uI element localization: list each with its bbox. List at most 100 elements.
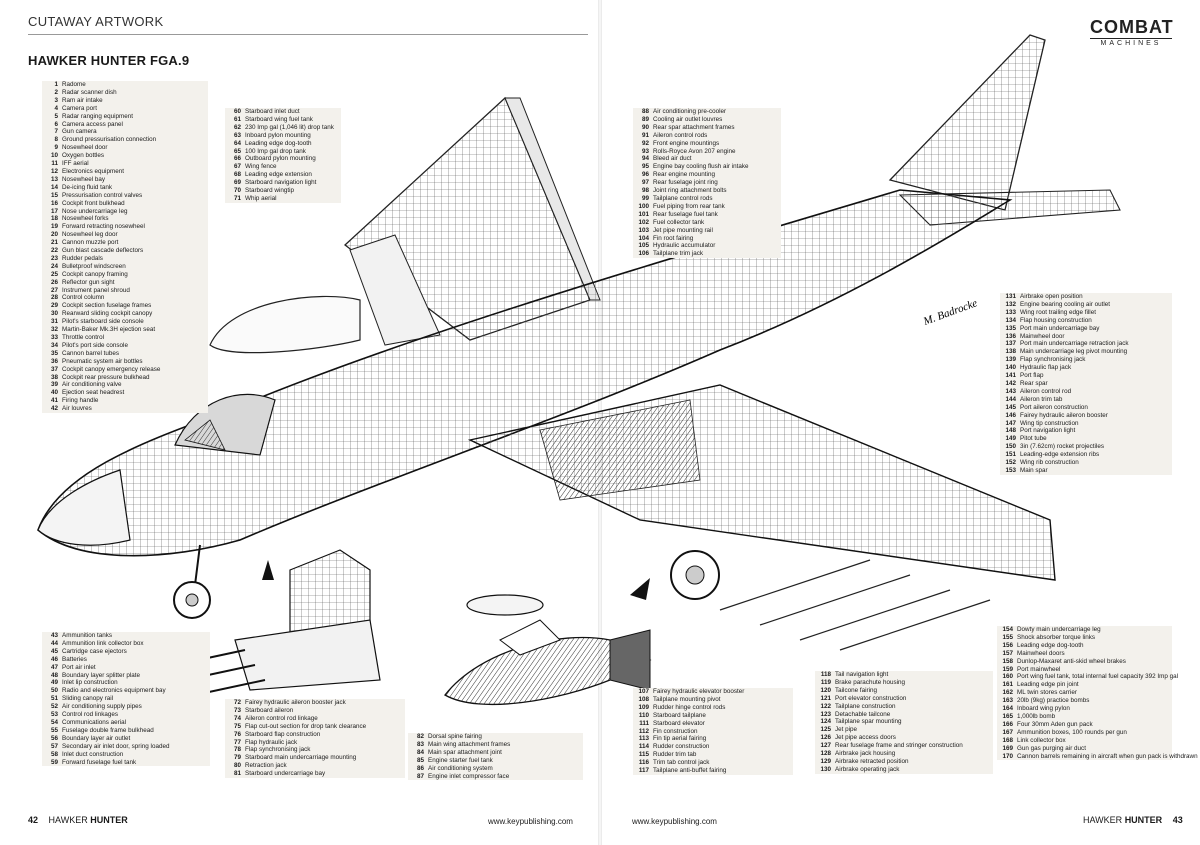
key-number: 71 [233, 194, 241, 202]
key-label: Starboard wingtip [245, 187, 295, 195]
key-number: 59 [50, 758, 58, 766]
key-number: 63 [233, 131, 241, 139]
key-number: 10 [50, 152, 58, 160]
key-label: Air conditioning valve [62, 381, 122, 389]
key-number: 13 [50, 175, 58, 183]
logo-bottom-text: MACHINES [1090, 38, 1172, 47]
key-number: 150 [1005, 443, 1016, 451]
key-label: Inlet duct construction [62, 750, 124, 758]
key-label: Rear spar attachment frames [653, 123, 735, 131]
key-number: 168 [1002, 736, 1013, 744]
key-label: Radar scanner dish [62, 88, 117, 96]
key-number: 153 [1005, 466, 1016, 474]
page-number-left: 42 [28, 815, 39, 825]
key-label: Shock absorber torque links [1017, 633, 1096, 641]
key-label: Rudder pedals [62, 254, 103, 262]
key-label: Main spar attachment joint [428, 748, 502, 756]
key-label: Starboard inlet duct [245, 108, 300, 115]
key-number: 145 [1005, 403, 1016, 411]
key-number: 161 [1002, 681, 1013, 689]
key-label: Fairey hydraulic elevator booster [653, 688, 745, 695]
key-number: 89 [641, 115, 649, 123]
key-number: 156 [1002, 641, 1013, 649]
key-number: 165 [1002, 712, 1013, 720]
key-label: Port mainwheel [1017, 665, 1061, 673]
key-label: Starboard aileron [245, 706, 294, 714]
key-label: Brake parachute housing [835, 678, 906, 686]
key-number: 126 [820, 734, 831, 742]
key-label: Cockpit section fuselage frames [62, 302, 152, 310]
key-number: 154 [1002, 626, 1013, 633]
footer-url-right[interactable]: www.keypublishing.com [632, 817, 717, 826]
gun-pack [174, 549, 381, 696]
key-number: 19 [50, 223, 58, 231]
key-number: 135 [1005, 324, 1016, 332]
key-number: 84 [416, 748, 424, 756]
key-label: Ammunition tanks [62, 632, 113, 639]
key-number: 117 [638, 767, 649, 775]
key-number: 122 [820, 702, 831, 710]
key-number: 77 [233, 738, 241, 746]
footer-brand-a-right: HAWKER [1083, 815, 1123, 825]
key-number: 36 [50, 357, 58, 365]
key-label: Leading edge extension [245, 171, 312, 179]
key-number: 8 [54, 136, 58, 144]
key-number: 88 [641, 108, 649, 115]
key-number: 41 [50, 397, 58, 405]
key-label: Engine starter fuel tank [428, 756, 493, 764]
key-label: Tailplane spar mounting [835, 718, 902, 726]
key-label: Four 30mm Aden gun pack [1017, 720, 1093, 728]
key-number: 143 [1005, 387, 1016, 395]
key-label: Front engine mountings [653, 139, 720, 147]
key-label: Pitot tube [1020, 435, 1047, 443]
key-label: Dunlop-Maxaret anti-skid wheel brakes [1017, 657, 1126, 665]
key-number: 129 [820, 757, 831, 765]
key-number: 38 [50, 373, 58, 381]
key-number: 24 [50, 262, 58, 270]
key-label: Secondary air inlet door, spring loaded [62, 742, 170, 750]
footer-url-left[interactable]: www.keypublishing.com [488, 817, 573, 826]
key-number: 7 [54, 128, 58, 136]
key-number: 23 [50, 254, 58, 262]
key-label: Flap cut-out section for drop tank clear… [245, 722, 367, 730]
key-number: 35 [50, 349, 58, 357]
key-label: Wing root trailing edge fillet [1020, 308, 1096, 316]
key-number: 2 [54, 88, 58, 96]
key-number: 151 [1005, 451, 1016, 459]
key-number: 50 [50, 687, 58, 695]
key-label: Inboard wing pylon [1017, 705, 1070, 713]
